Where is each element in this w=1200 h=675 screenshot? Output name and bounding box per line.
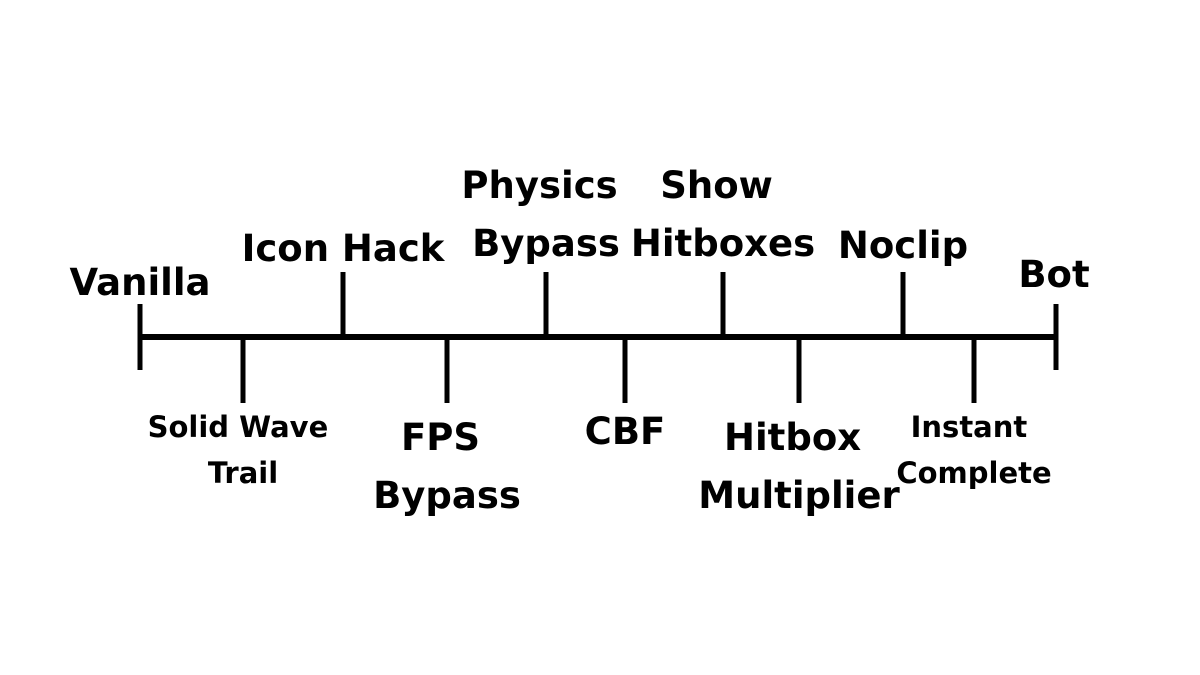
label-show-hitboxes-line-2: Hitboxes: [631, 222, 815, 265]
label-show-hitboxes-line-1: Show: [660, 164, 773, 207]
label-solid-wave-trail-line-1: Solid Wave: [148, 410, 329, 444]
label-physics-bypass-line-2: Bypass: [472, 222, 620, 265]
label-noclip: Noclip: [838, 224, 968, 267]
label-fps-bypass-line-1: FPS: [401, 416, 480, 459]
label-bot: Bot: [1018, 253, 1089, 296]
label-instant-complete-line-2: Complete: [896, 456, 1051, 490]
label-physics-bypass-line-1: Physics: [461, 164, 617, 207]
label-cbf-line-1: CBF: [585, 410, 666, 453]
label-hitbox-multiplier-line-2: Multiplier: [698, 474, 900, 517]
label-fps-bypass-line-2: Bypass: [373, 474, 521, 517]
label-solid-wave-trail: Solid Wave Trail: [148, 410, 339, 490]
label-vanilla: Vanilla: [70, 261, 211, 304]
label-icon-hack-line-1: Icon Hack: [242, 227, 446, 270]
label-fps-bypass: FPS Bypass: [373, 416, 521, 517]
label-hitbox-multiplier: Hitbox Multiplier: [698, 416, 900, 517]
label-instant-complete: Instant Complete: [896, 410, 1051, 490]
label-physics-bypass: Physics Bypass: [461, 164, 630, 265]
label-vanilla-line-1: Vanilla: [70, 261, 211, 304]
label-icon-hack: Icon Hack: [242, 227, 446, 270]
label-bot-line-1: Bot: [1018, 253, 1089, 296]
label-instant-complete-line-1: Instant: [911, 410, 1028, 444]
label-show-hitboxes: Show Hitboxes: [631, 164, 815, 265]
label-hitbox-multiplier-line-1: Hitbox: [724, 416, 861, 459]
label-cbf: CBF: [585, 410, 666, 453]
label-noclip-line-1: Noclip: [838, 224, 968, 267]
label-solid-wave-trail-line-2: Trail: [208, 456, 278, 490]
